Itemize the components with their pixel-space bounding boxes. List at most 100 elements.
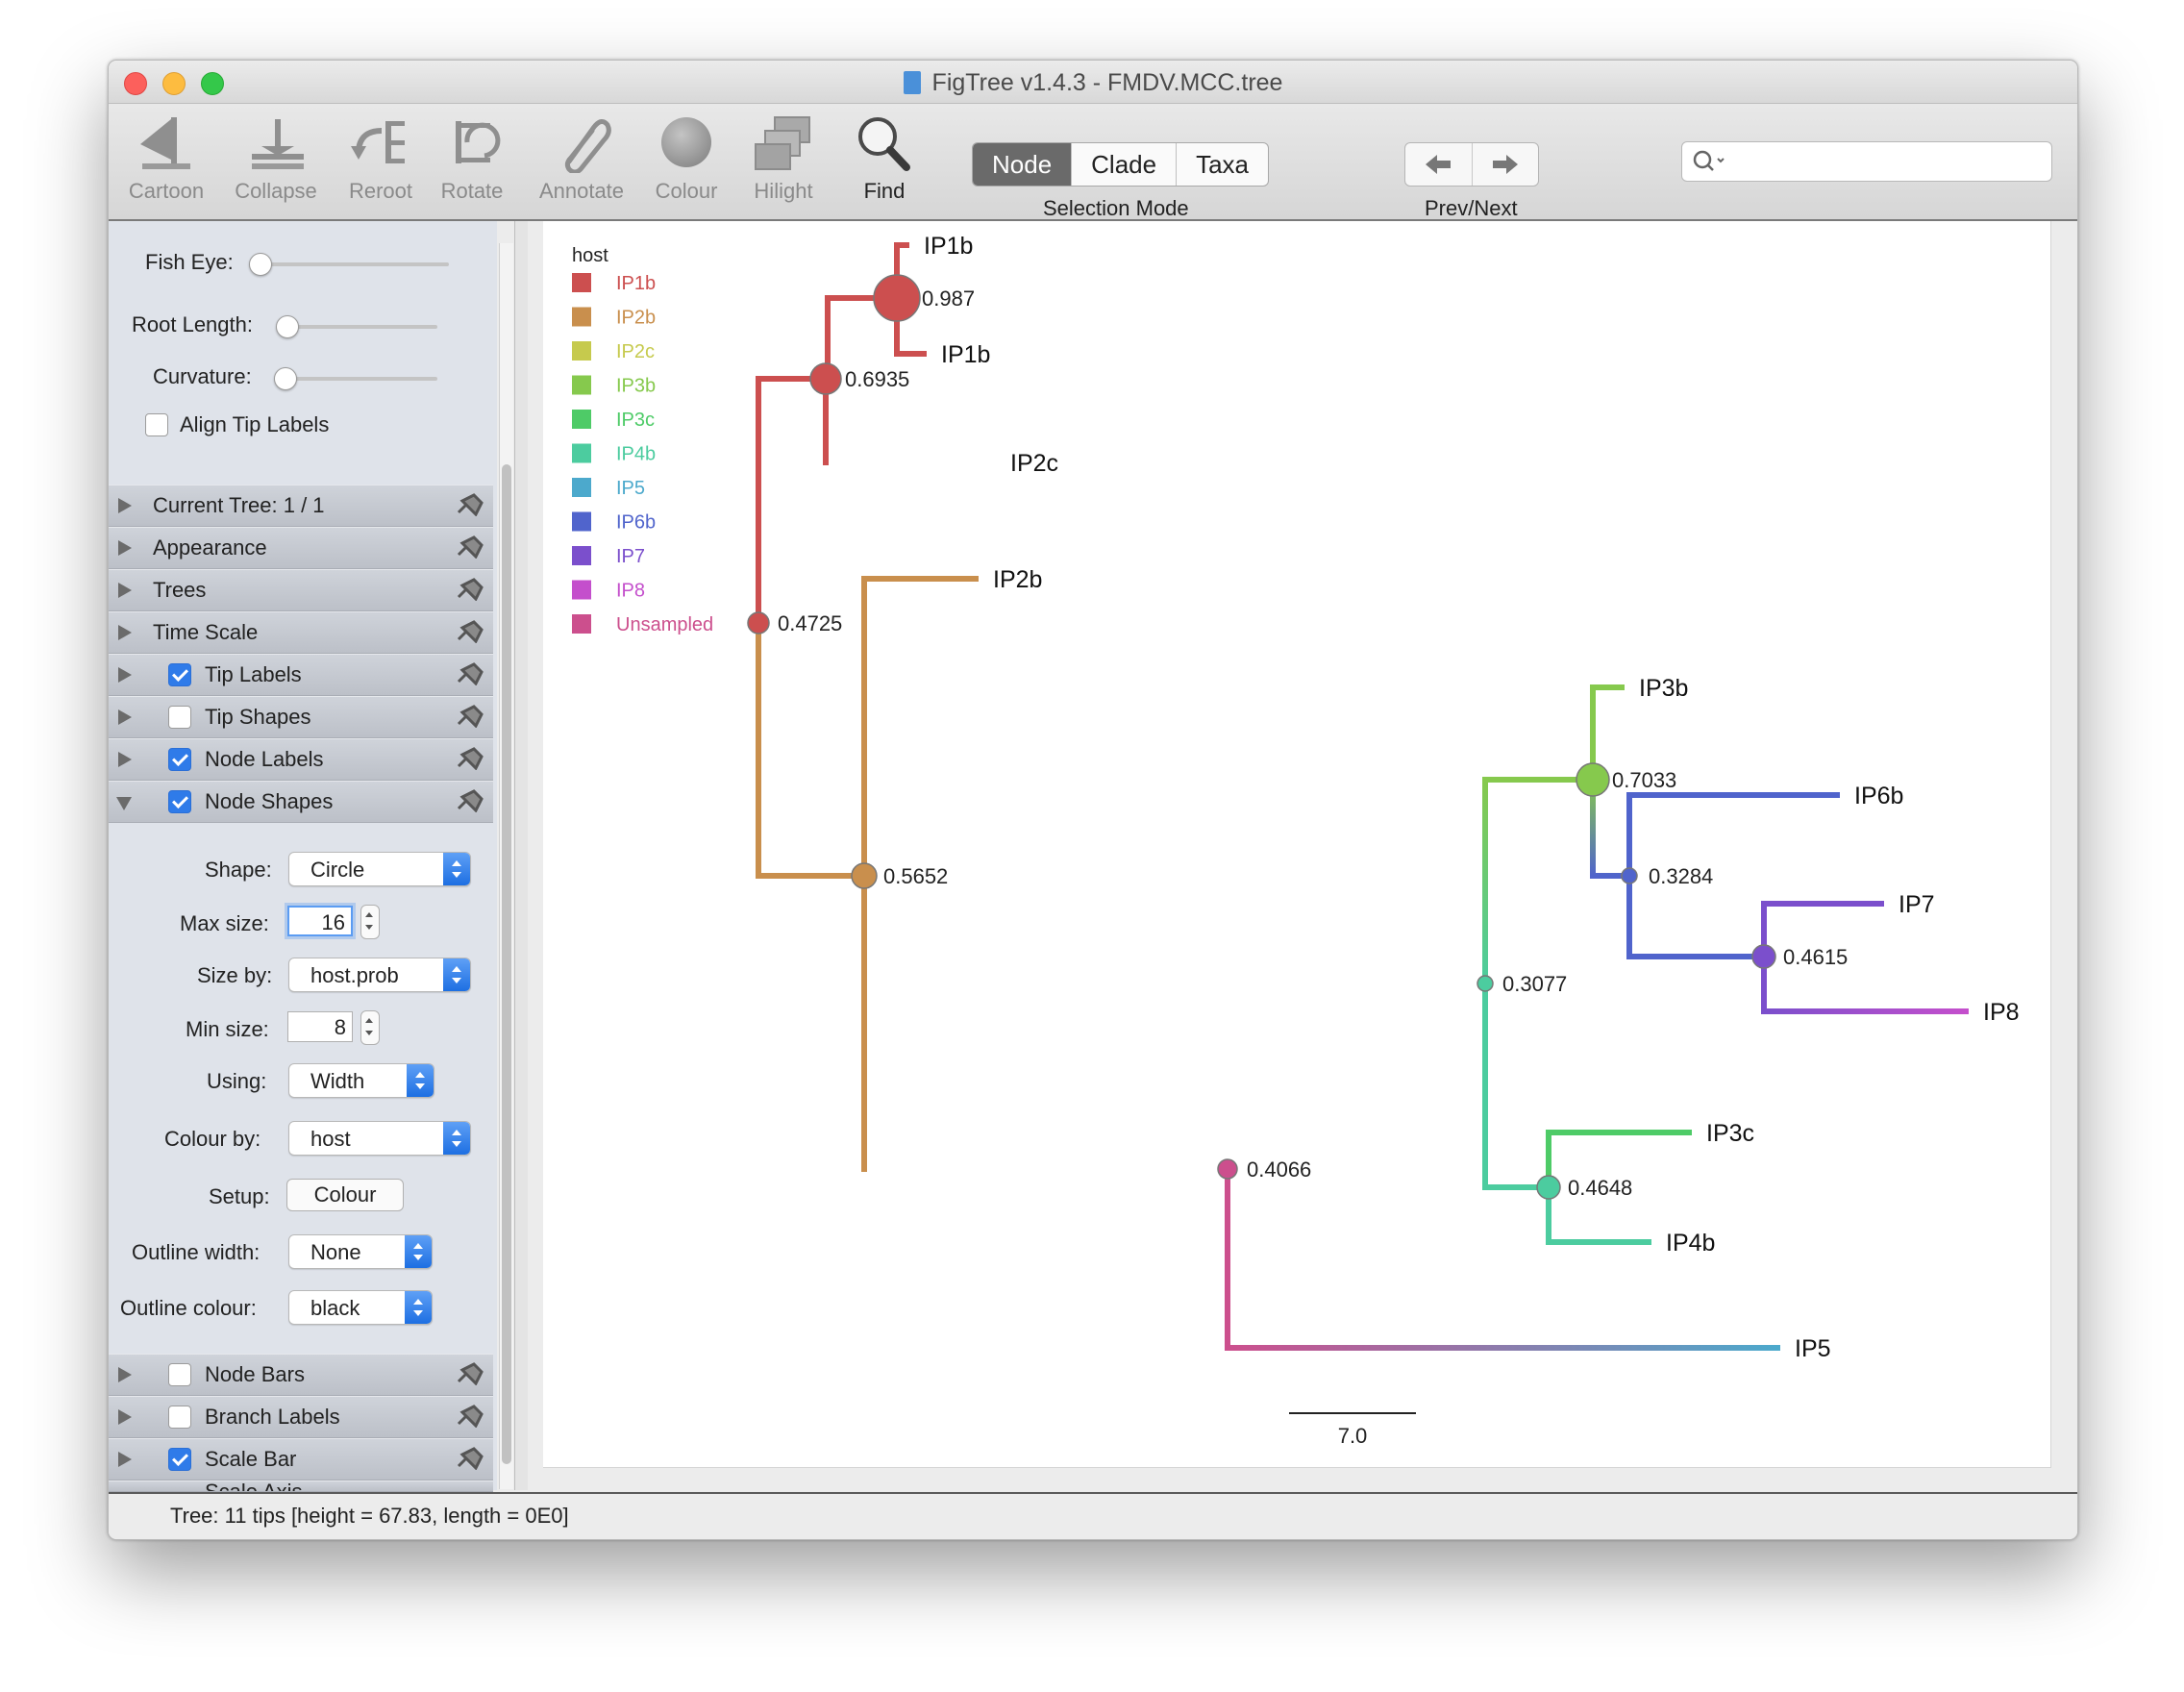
tip-label[interactable]: IP5 — [1795, 1335, 1831, 1362]
section-scale-axis[interactable]: Scale Axis — [109, 1480, 493, 1492]
tree-branch[interactable] — [1482, 777, 1596, 986]
disclosure-arrow-icon[interactable] — [118, 583, 132, 598]
prev-button[interactable] — [1405, 143, 1472, 186]
section-trees[interactable]: Trees — [109, 569, 493, 611]
taxa-mode-button[interactable]: Taxa — [1176, 143, 1268, 186]
minimize-window-button[interactable] — [162, 72, 186, 95]
pin-icon[interactable] — [455, 535, 484, 559]
pin-icon[interactable] — [455, 620, 484, 643]
disclosure-arrow-icon[interactable] — [116, 797, 132, 810]
section-tip-shapes[interactable]: Tip Shapes — [109, 696, 493, 738]
node-shape[interactable] — [1576, 762, 1610, 797]
close-window-button[interactable] — [124, 72, 147, 95]
section-node-bars[interactable]: Node Bars — [109, 1354, 493, 1396]
node-shape[interactable] — [851, 862, 878, 889]
tree-branch[interactable] — [756, 620, 867, 879]
disclosure-arrow-icon[interactable] — [118, 709, 132, 725]
disclosure-arrow-icon[interactable] — [118, 1452, 132, 1467]
outline-width-select[interactable]: None — [288, 1234, 433, 1269]
node-bars-checkbox[interactable] — [168, 1363, 191, 1386]
tip-label[interactable]: IP2c — [1010, 450, 1058, 477]
section-node-labels[interactable]: Node Labels — [109, 738, 493, 781]
zoom-window-button[interactable] — [201, 72, 224, 95]
node-mode-button[interactable]: Node — [973, 143, 1072, 186]
tip-shapes-checkbox[interactable] — [168, 706, 191, 729]
node-shape[interactable] — [1536, 1175, 1561, 1200]
reroot-tool-button[interactable]: Reroot — [339, 112, 422, 204]
root-length-slider[interactable] — [284, 325, 437, 329]
node-shape[interactable] — [1217, 1158, 1238, 1180]
disclosure-arrow-icon[interactable] — [118, 1367, 132, 1382]
colour-tool-button[interactable]: Colour — [643, 112, 730, 204]
curvature-slider-knob[interactable] — [274, 367, 297, 390]
node-shapes-checkbox[interactable] — [168, 790, 191, 813]
section-time-scale[interactable]: Time Scale — [109, 611, 493, 654]
pin-icon[interactable] — [455, 1405, 484, 1428]
disclosure-arrow-icon[interactable] — [118, 540, 132, 556]
section-scale-bar[interactable]: Scale Bar — [109, 1438, 493, 1480]
hilight-tool-button[interactable]: Hilight — [739, 112, 828, 204]
find-tool-button[interactable]: Find — [841, 112, 928, 204]
min-size-stepper[interactable] — [360, 1010, 380, 1045]
root-length-slider-knob[interactable] — [276, 315, 299, 338]
tree-branch[interactable] — [1761, 954, 1969, 1014]
node-shape[interactable] — [1751, 944, 1776, 969]
next-button[interactable] — [1471, 143, 1539, 186]
max-size-input[interactable]: 16 — [287, 906, 353, 936]
tree-branch[interactable] — [1626, 873, 1767, 959]
tree-branch[interactable] — [1225, 1166, 1780, 1351]
section-appearance[interactable]: Appearance — [109, 527, 493, 569]
phylogenetic-tree[interactable]: 0.987 0.6935 0.4725 0.5652 0.4066 0.3077… — [543, 221, 2050, 1467]
fish-eye-slider[interactable] — [257, 262, 449, 266]
node-shape[interactable] — [809, 362, 842, 395]
pin-icon[interactable] — [455, 662, 484, 685]
section-tip-labels[interactable]: Tip Labels — [109, 654, 493, 696]
size-by-select[interactable]: host.prob — [288, 958, 471, 992]
scale-bar-checkbox[interactable] — [168, 1448, 191, 1471]
tree-branch[interactable] — [1626, 792, 1840, 879]
tip-label[interactable]: IP1b — [941, 341, 990, 368]
annotate-tool-button[interactable]: Annotate — [532, 112, 632, 204]
tip-labels-checkbox[interactable] — [168, 663, 191, 686]
tree-branch[interactable] — [1590, 684, 1625, 783]
disclosure-arrow-icon[interactable] — [118, 752, 132, 767]
section-node-shapes[interactable]: Node Shapes — [109, 781, 493, 823]
tree-branch[interactable] — [756, 376, 829, 626]
tip-label[interactable]: IP4b — [1666, 1230, 1715, 1257]
max-size-stepper[interactable] — [360, 905, 380, 939]
node-shape[interactable] — [747, 611, 770, 634]
sidebar-scrollbar[interactable] — [499, 243, 513, 1489]
tree-canvas[interactable]: 0.987 0.6935 0.4725 0.5652 0.4066 0.3077… — [528, 221, 2077, 1490]
tip-label[interactable]: IP7 — [1899, 891, 1935, 918]
tree-branch[interactable] — [1546, 1184, 1651, 1245]
fish-eye-slider-knob[interactable] — [249, 253, 272, 276]
pin-icon[interactable] — [455, 578, 484, 601]
disclosure-arrow-icon[interactable] — [118, 625, 132, 640]
pin-icon[interactable] — [455, 1447, 484, 1470]
tree-branch[interactable] — [1590, 777, 1632, 879]
pin-icon[interactable] — [455, 789, 484, 812]
tree-branch[interactable] — [1546, 1130, 1692, 1190]
outline-colour-select[interactable]: black — [288, 1290, 433, 1325]
cartoon-tool-button[interactable]: Cartoon — [120, 112, 212, 204]
node-shape[interactable] — [1477, 975, 1494, 992]
disclosure-arrow-icon[interactable] — [118, 498, 132, 513]
tree-branch[interactable] — [1761, 901, 1884, 959]
disclosure-arrow-icon[interactable] — [118, 667, 132, 683]
section-branch-labels[interactable]: Branch Labels — [109, 1396, 493, 1438]
branch-labels-checkbox[interactable] — [168, 1406, 191, 1429]
tip-label[interactable]: IP6b — [1854, 783, 1903, 809]
clade-mode-button[interactable]: Clade — [1071, 143, 1176, 186]
colour-by-select[interactable]: host — [288, 1121, 471, 1156]
rotate-tool-button[interactable]: Rotate — [434, 112, 510, 204]
section-current-tree[interactable]: Current Tree: 1 / 1 — [109, 485, 493, 527]
sidebar-scroll-thumb[interactable] — [502, 464, 511, 1464]
collapse-tool-button[interactable]: Collapse — [230, 112, 322, 204]
tip-label[interactable]: IP1b — [924, 233, 973, 260]
pin-icon[interactable] — [455, 747, 484, 770]
search-field[interactable] — [1681, 141, 2052, 182]
pin-icon[interactable] — [455, 705, 484, 728]
node-shape[interactable] — [1621, 867, 1638, 884]
curvature-slider[interactable] — [282, 377, 437, 381]
tree-branch[interactable] — [861, 576, 979, 879]
